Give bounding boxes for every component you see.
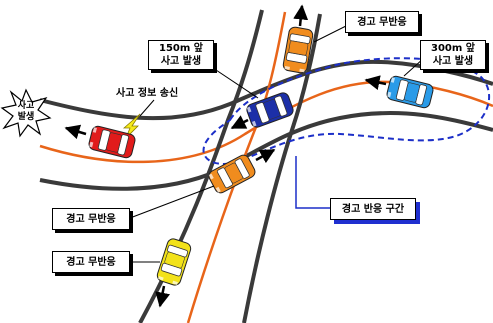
- alert-150m-label: 150m 앞 사고 발생: [148, 40, 214, 70]
- car-sky-direction-arrow: [364, 75, 387, 91]
- alert-150m-line1: 150m 앞: [159, 43, 203, 54]
- alert-300m-line2: 사고 발생: [432, 56, 474, 67]
- info-send-label: 사고 정보 송신: [116, 88, 179, 99]
- callout-line-no-response-bottom-1: [129, 185, 215, 219]
- no-response-bottom-2-label: 경고 무반응: [52, 251, 130, 273]
- car-sky-300m: [385, 74, 435, 110]
- main-road: [39, 59, 493, 191]
- warning-zone-label: 경고 반응 구간: [330, 198, 416, 220]
- no-response-top-text: 경고 무반응: [357, 16, 407, 28]
- car-yellow-direction-arrow: [155, 285, 171, 308]
- alert-300m-label: 300m 앞 사고 발생: [420, 40, 486, 70]
- car-orange-middle-direction-arrow: [255, 148, 276, 164]
- alert-150m-line2: 사고 발생: [160, 56, 202, 67]
- main-road-lower-edge: [39, 111, 493, 191]
- warning-zone-text: 경고 반응 구간: [341, 203, 405, 215]
- accident-label: 사고 발생: [8, 101, 44, 123]
- callout-line-no-response-top: [313, 25, 347, 43]
- car-orange-top-direction-arrow: [293, 4, 309, 27]
- warning-zone-connector: [295, 156, 330, 209]
- car-navy-direction-arrow: [230, 115, 249, 130]
- no-response-bottom-1-text: 경고 무반응: [66, 213, 116, 225]
- callout-line-info-send: [139, 99, 155, 117]
- accident-car-direction-arrow: [64, 124, 87, 140]
- explosion-burst-icon: [0, 88, 52, 138]
- alert-300m-line1: 300m 앞: [431, 43, 475, 54]
- no-response-bottom-1-label: 경고 무반응: [52, 208, 130, 230]
- car-yellow-bottom: [155, 236, 193, 288]
- accident-label-line1: 사고: [17, 101, 35, 111]
- warning-zone-outline: [202, 57, 491, 165]
- car-navy-150m: [244, 90, 296, 130]
- callout-line-150m: [209, 65, 259, 99]
- no-response-bottom-2-text: 경고 무반응: [66, 256, 116, 268]
- main-road-lane-line: [39, 80, 493, 164]
- no-response-top-label: 경고 무반응: [345, 11, 419, 33]
- cross-road-lane-line: [186, 11, 287, 323]
- accident-label-line2: 발생: [17, 112, 35, 122]
- cross-road-right-edge: [242, 13, 322, 323]
